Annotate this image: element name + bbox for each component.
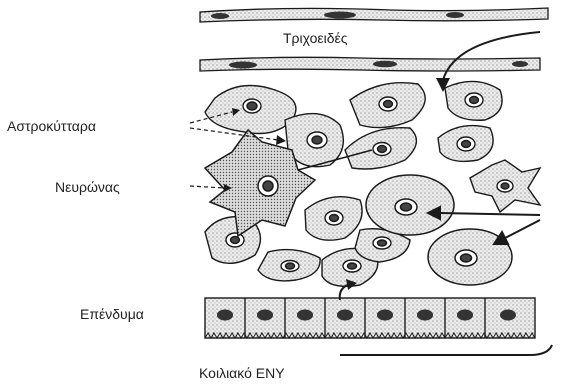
ventricular-csf-label: Κοιλιακό ΕΝΥ [199,365,285,381]
ependyma-layer [205,298,535,338]
capillaries-label: Τριχοειδές [283,30,348,46]
ependyma-label: Επένδυμα [80,306,144,322]
neuron-label: Νευρώνας [55,179,120,195]
astrocytes-label: Αστροκύτταρα [7,118,96,134]
capillary-middle [200,57,540,71]
capillary-top [200,8,548,22]
